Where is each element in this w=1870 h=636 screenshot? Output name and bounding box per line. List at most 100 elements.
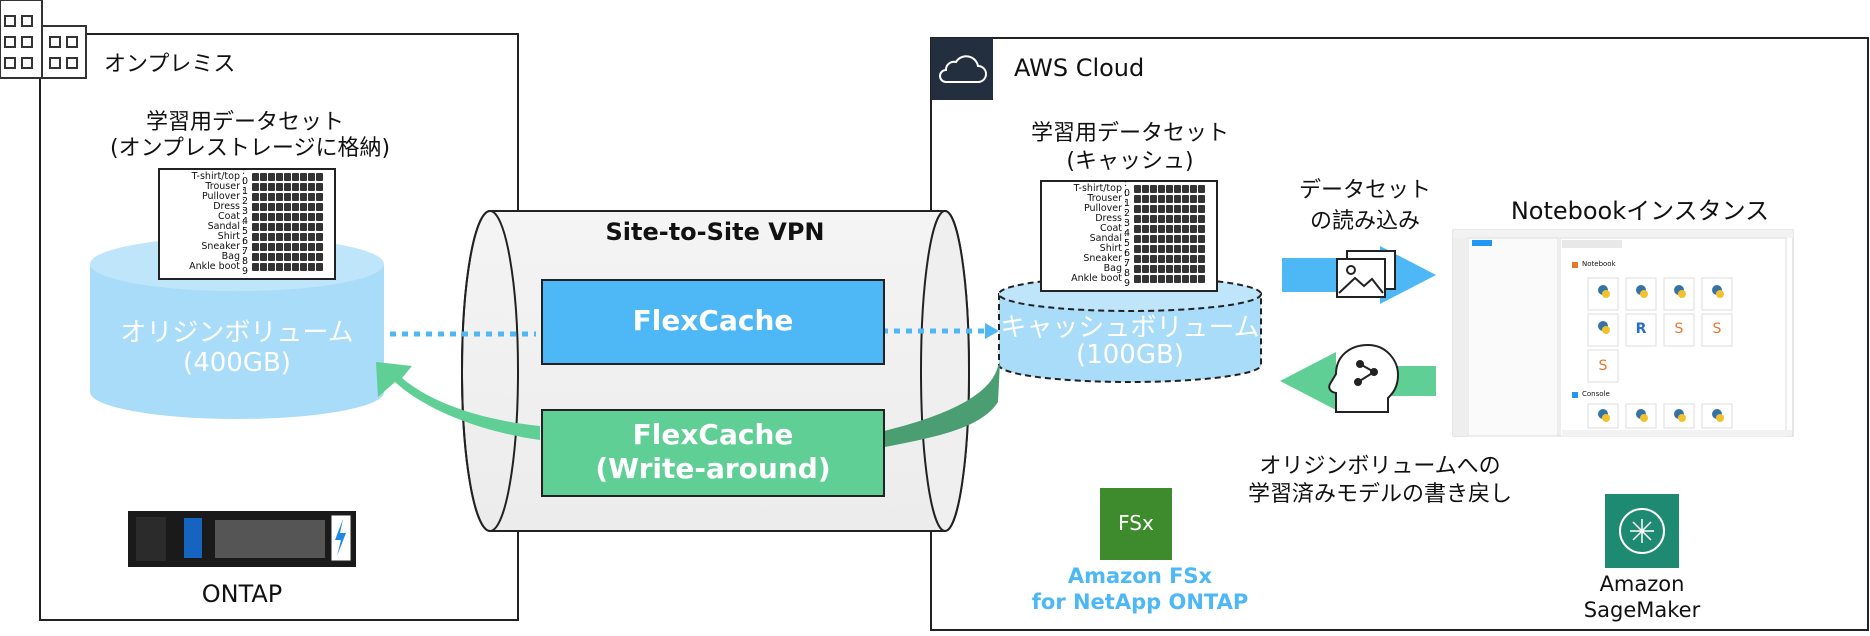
dataset-sample-images bbox=[252, 203, 323, 211]
dataset-class-name: Sandal bbox=[1089, 233, 1122, 244]
dataset-sample-images bbox=[1134, 255, 1205, 263]
aws-cloud-icon bbox=[931, 38, 993, 100]
dataset-row: Sneaker: 7 bbox=[160, 237, 334, 257]
dataset-row: Sneaker: 7 bbox=[1042, 249, 1216, 269]
dataset-class-name: T-shirt/top bbox=[191, 171, 240, 182]
ontap-device-icon bbox=[128, 511, 356, 567]
dataset-row: Shirt: 6 bbox=[160, 227, 334, 247]
dataset-class-index: : 0 bbox=[1124, 178, 1131, 199]
writearound-arrow-right bbox=[880, 362, 1000, 448]
fsx-label-2: for NetApp ONTAP bbox=[1031, 590, 1249, 614]
dataset-class-index: : 0 bbox=[242, 166, 249, 187]
onprem-dataset-caption-2: (オンプレストレージに格納) bbox=[110, 136, 391, 161]
vpn-title: Site-to-Site VPN bbox=[605, 218, 825, 246]
dataset-class-index: : 5 bbox=[242, 216, 249, 237]
dataset-class-index: : 9 bbox=[242, 256, 249, 277]
svg-text:R: R bbox=[1636, 321, 1647, 337]
dataset-class-index: : 8 bbox=[242, 246, 249, 267]
ontap-label: ONTAP bbox=[201, 580, 283, 608]
cache-volume-label-2: (100GB) bbox=[1076, 340, 1184, 370]
dataset-sample-images bbox=[1134, 265, 1205, 273]
aws-dataset-caption-1: 学習用データセット bbox=[1030, 121, 1229, 146]
dataset-sample-images bbox=[1134, 235, 1205, 243]
dataset-class-name: Ankle boot bbox=[1071, 273, 1122, 284]
aws-title: AWS Cloud bbox=[1014, 54, 1145, 82]
dataset-row: Dress: 3 bbox=[1042, 209, 1216, 229]
writearound-label-1: FlexCache bbox=[632, 418, 794, 451]
dataset-row: Bag: 8 bbox=[1042, 259, 1216, 279]
building-icon bbox=[0, 0, 87, 79]
svg-text:S: S bbox=[1599, 358, 1608, 374]
read-label-1: データセット bbox=[1298, 178, 1431, 203]
writeback-label-1: オリジンボリュームへの bbox=[1259, 454, 1501, 479]
dataset-class-name: Coat bbox=[1100, 223, 1122, 234]
dataset-class-name: Bag bbox=[1103, 263, 1122, 274]
dataset-row: Ankle boot: 9 bbox=[1042, 269, 1216, 289]
dataset-row: Sandal: 5 bbox=[1042, 229, 1216, 249]
dataset-class-name: Trouser bbox=[205, 181, 240, 192]
fsx-icon: FSx bbox=[1100, 488, 1172, 560]
dataset-row: Sandal: 5 bbox=[160, 217, 334, 237]
dataset-class-index: : 2 bbox=[242, 186, 249, 207]
dataset-row: Coat: 4 bbox=[1042, 219, 1216, 239]
sagemaker-label-1: Amazon bbox=[1599, 572, 1685, 596]
dataset-class-name: Trouser bbox=[1087, 193, 1122, 204]
cache-volume-label-1: キャッシュボリューム bbox=[1000, 313, 1260, 343]
dataset-row: Dress: 3 bbox=[160, 197, 334, 217]
writearound-label-2: (Write-around) bbox=[595, 452, 831, 485]
dataset-class-name: Dress bbox=[1095, 213, 1122, 224]
dataset-sample-images bbox=[1134, 275, 1205, 283]
dataset-class-index: : 4 bbox=[242, 206, 249, 227]
dataset-class-name: Ankle boot bbox=[189, 261, 240, 272]
writearound-box bbox=[541, 409, 885, 497]
flexcache-label: FlexCache bbox=[632, 304, 794, 337]
dataset-class-name: Sandal bbox=[207, 221, 240, 232]
dataset-row: Pullover: 2 bbox=[1042, 199, 1216, 219]
dataset-class-name: Pullover bbox=[1083, 203, 1122, 214]
dataset-sample-images bbox=[252, 213, 323, 221]
dataset-class-index: : 6 bbox=[1124, 238, 1131, 259]
dataset-sample-images bbox=[1134, 225, 1205, 233]
dataset-row: T-shirt/top: 0 bbox=[1042, 179, 1216, 199]
dataset-class-name: Pullover bbox=[201, 191, 240, 202]
dataset-class-index: : 5 bbox=[1124, 228, 1131, 249]
ai-head-icon bbox=[1328, 343, 1400, 413]
dataset-row: Shirt: 6 bbox=[1042, 239, 1216, 259]
console-section-label: Console bbox=[1582, 390, 1610, 398]
dataset-row: Ankle boot: 9 bbox=[160, 257, 334, 277]
dataset-class-index: : 1 bbox=[1124, 188, 1131, 209]
dataset-sample-images bbox=[252, 193, 323, 201]
sagemaker-icon bbox=[1605, 494, 1679, 568]
dataset-class-name: Bag bbox=[221, 251, 240, 262]
dataset-sample-images bbox=[252, 223, 323, 231]
notebook-screenshot: R S S S bbox=[1452, 229, 1794, 437]
dataset-sample-images bbox=[252, 173, 323, 181]
dataset-row: Bag: 8 bbox=[160, 247, 334, 267]
dataset-sample-images bbox=[252, 233, 323, 241]
dataset-row: Trouser: 1 bbox=[1042, 189, 1216, 209]
svg-text:S: S bbox=[1675, 321, 1684, 337]
fsx-label-1: Amazon FSx bbox=[1067, 564, 1213, 588]
dataset-sample-images bbox=[252, 183, 323, 191]
dataset-class-name: Coat bbox=[218, 211, 240, 222]
notebook-title: Notebookインスタンス bbox=[1510, 197, 1770, 225]
dataset-class-name: Dress bbox=[213, 201, 240, 212]
writearound-arrowhead-left bbox=[376, 362, 540, 440]
writeback-label-2: 学習済みモデルの書き戻し bbox=[1247, 482, 1512, 507]
dataset-class-name: Sneaker bbox=[1083, 253, 1122, 264]
dataset-row: Coat: 4 bbox=[160, 207, 334, 227]
sagemaker-label-2: SageMaker bbox=[1583, 598, 1701, 622]
onprem-dataset-caption-1: 学習用データセット bbox=[145, 110, 344, 135]
dotted-arrowhead bbox=[985, 323, 999, 339]
dataset-sample-images bbox=[252, 243, 323, 251]
dataset-class-index: : 4 bbox=[1124, 218, 1131, 239]
dataset-class-index: : 3 bbox=[242, 196, 249, 217]
read-label-2: の読み込み bbox=[1309, 209, 1420, 234]
notebook-section-label: Notebook bbox=[1582, 260, 1616, 268]
dataset-row: Trouser: 1 bbox=[160, 177, 334, 197]
dataset-sample-images bbox=[1134, 215, 1205, 223]
dataset-class-name: Sneaker bbox=[201, 241, 240, 252]
dataset-row: T-shirt/top: 0 bbox=[160, 167, 334, 187]
flexcache-box bbox=[541, 279, 885, 365]
